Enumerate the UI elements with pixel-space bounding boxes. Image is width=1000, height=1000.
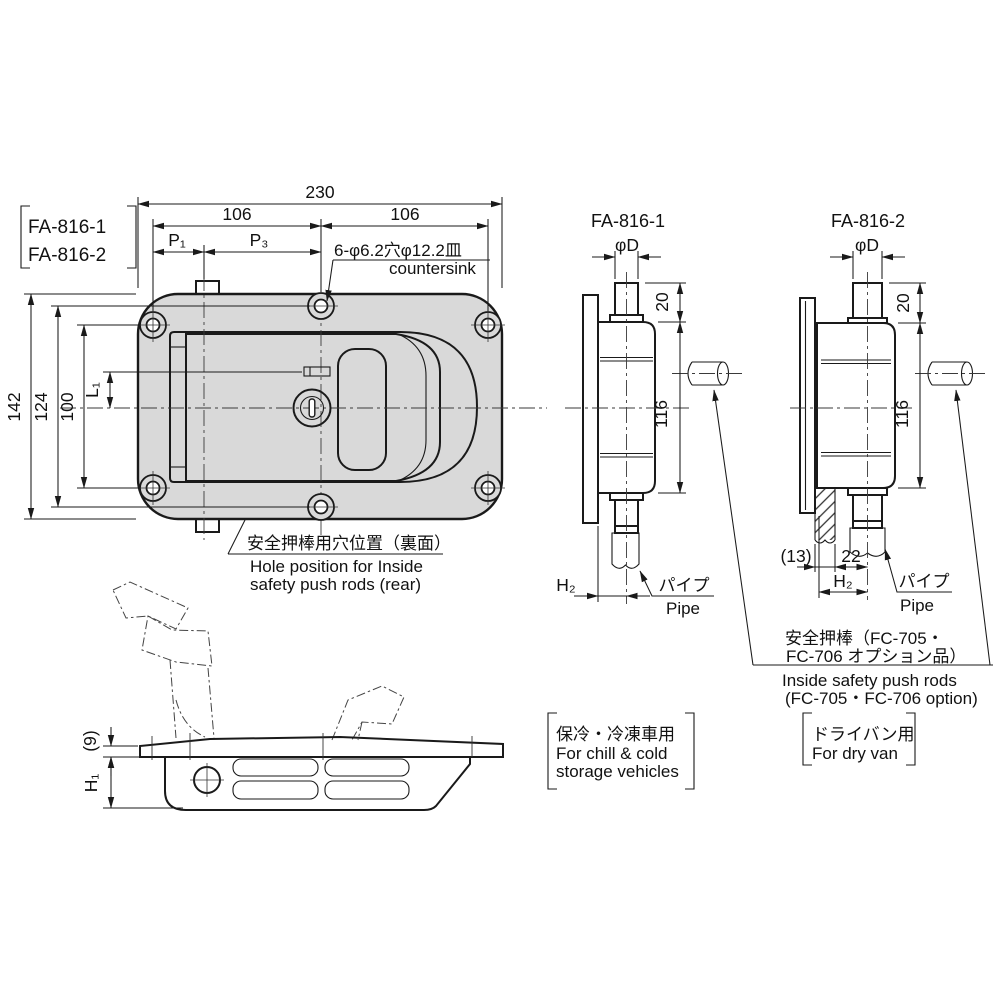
- pipe-label-jp-1: パイプ: [659, 576, 710, 595]
- pipe-label-jp-2: パイプ: [899, 572, 950, 591]
- side-view-1-title: FA-816-1: [591, 211, 665, 231]
- body-joint-lines: [821, 359, 891, 457]
- side-view-fa-816-1: FA-816-1 φD 20 116: [556, 211, 745, 618]
- model-list: FA-816-1 FA-816-2: [20, 205, 137, 269]
- latch-body: [597, 321, 656, 494]
- bracket-right: [685, 712, 695, 790]
- dim-total-height-label: 142: [4, 392, 24, 421]
- push-rod-slot: [303, 366, 331, 377]
- dim-total-width-label: 230: [305, 182, 334, 202]
- pipe-below: [611, 532, 640, 569]
- dim-pitch-left-label: 106: [222, 204, 251, 224]
- phantom-handle-partial: [331, 685, 405, 741]
- dim-20-label-2: 20: [893, 293, 913, 313]
- key-cylinder: [292, 388, 332, 428]
- mounting-flange: [799, 297, 816, 514]
- dim-100-label: 100: [57, 392, 77, 421]
- recess-outline: [169, 331, 479, 483]
- pipe-leader-2: [884, 548, 952, 593]
- push-rod-hole-note-en1: Hole position for Inside: [250, 557, 423, 576]
- side-view-2-title: FA-816-2: [831, 211, 905, 231]
- grip-depression: [337, 348, 387, 471]
- countersink-note-jp: 6-φ6.2穴φ12.2皿: [334, 241, 462, 260]
- usage-note-chill: 保冷・冷凍車用 For chill & cold storage vehicle…: [547, 712, 695, 790]
- model-2-label: FA-816-2: [28, 245, 106, 266]
- dim-p1-label: P₁: [168, 230, 186, 250]
- phantom-handle-open: [112, 581, 215, 739]
- body-edge: [164, 756, 471, 811]
- hole-ticks: [190, 763, 224, 797]
- front-view-dimensions: 230 106 106 P₁ P₃ 6-φ6.2穴φ12.2皿 counters…: [4, 182, 503, 594]
- dim-116-label-2: 116: [892, 400, 912, 428]
- body-slots: [232, 758, 410, 800]
- pipe-leader-1: [639, 570, 714, 597]
- model-1-label: FA-816-1: [28, 217, 106, 238]
- pipe-label-en-2: Pipe: [900, 596, 934, 615]
- countersink-leader: [325, 259, 334, 302]
- plate-edge: [139, 735, 504, 758]
- top-tab: [195, 280, 220, 294]
- wall-section-hatch: [814, 488, 836, 544]
- push-rod-hole-note-en2: safety push rods (rear): [250, 575, 421, 594]
- push-rod-hole-note-jp: 安全押棒用穴位置（裏面）: [247, 533, 451, 553]
- push-rod-option-note: 安全押棒（FC-705・ FC-706 オプション品） Inside safet…: [712, 389, 993, 708]
- dim-h2-label-2: H₂: [833, 571, 852, 591]
- latch-plate: [136, 292, 504, 521]
- projection-ticks: [151, 733, 473, 760]
- option-note-leader-2: [954, 389, 991, 666]
- dim-d2-label: φD: [855, 235, 879, 255]
- handle-outline: [185, 333, 441, 482]
- pipe-label-en-1: Pipe: [666, 599, 700, 618]
- dim-20-label-1: 20: [652, 292, 672, 312]
- bottom-edge-view: (9) H₁: [80, 581, 504, 811]
- bracket-left: [547, 712, 557, 790]
- bracket-left: [802, 712, 812, 766]
- dry-van-note-jp: ドライバン用: [812, 725, 915, 744]
- usage-note-dry-van: ドライバン用 For dry van: [802, 712, 916, 766]
- option-note-leader-1: [712, 389, 754, 666]
- dim-9-label: (9): [80, 730, 100, 751]
- front-view: [60, 222, 547, 555]
- push-rod-pipe: [672, 361, 745, 386]
- side-view-fa-816-2: FA-816-2 φD: [780, 211, 987, 615]
- option-note-jp2: FC-706 オプション品）: [786, 647, 966, 666]
- dim-l1-label: L₁: [82, 382, 102, 398]
- option-note-en1: Inside safety push rods: [782, 671, 957, 690]
- dry-van-note-en: For dry van: [812, 744, 898, 763]
- bracket-right: [906, 712, 916, 766]
- bracket-left: [20, 205, 30, 269]
- hole-center-ticks: [136, 305, 505, 508]
- dim-116-label-1: 116: [651, 400, 671, 428]
- countersink-note-en: countersink: [389, 259, 476, 278]
- dim-d1-label: φD: [615, 235, 639, 255]
- key-slot: [308, 398, 316, 418]
- bottom-tab: [195, 519, 220, 533]
- dim-h1-label: H₁: [81, 774, 101, 793]
- dim-124-label: 124: [31, 392, 51, 421]
- push-rod-pipe: [915, 361, 987, 386]
- option-note-en2: (FC-705・FC-706 option): [785, 689, 978, 708]
- dim-p3-label: P₃: [250, 230, 269, 250]
- dim-pitch-right-label: 106: [390, 204, 419, 224]
- chill-note-en1: For chill & cold: [556, 744, 667, 763]
- option-note-jp1: 安全押棒（FC-705・: [785, 629, 944, 648]
- dim-13-label: (13): [780, 546, 811, 566]
- chill-note-en2: storage vehicles: [556, 762, 679, 781]
- bracket-right: [127, 205, 137, 269]
- chill-note-jp: 保冷・冷凍車用: [556, 725, 675, 744]
- dim-h2-label-1: H₂: [556, 575, 575, 595]
- dim-22-label: 22: [841, 546, 860, 566]
